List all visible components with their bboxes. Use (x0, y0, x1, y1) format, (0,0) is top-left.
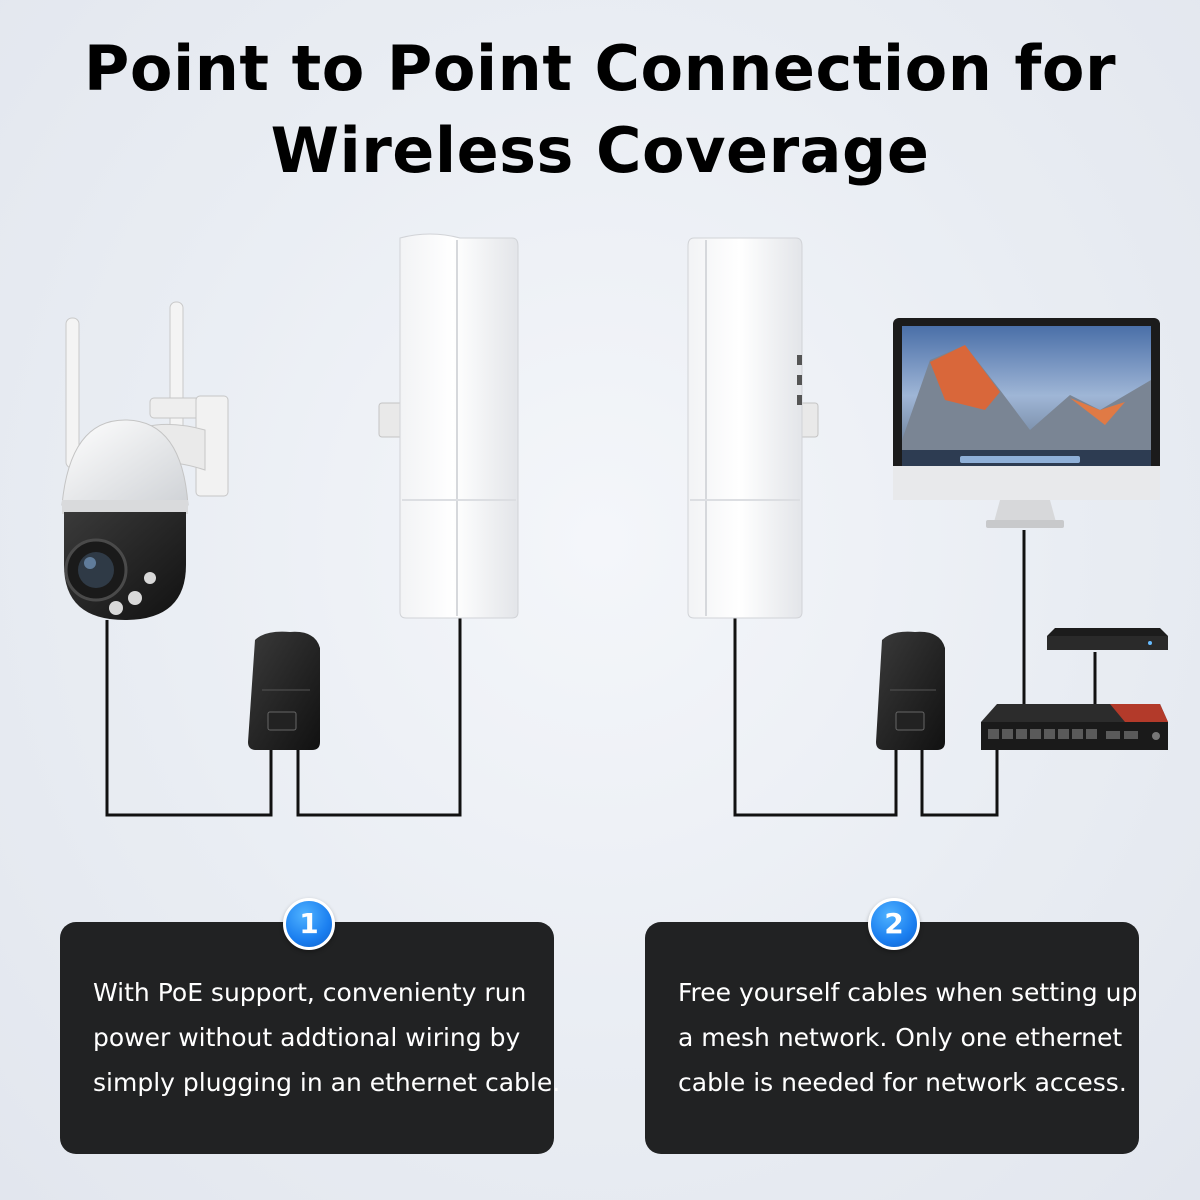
cpe-bridge-icon (687, 237, 819, 619)
poe-injector-icon (248, 631, 320, 750)
step-2-text: Free yourself cables when setting up a m… (678, 970, 1138, 1105)
step-card-1: With PoE support, convenienty run power … (60, 922, 561, 1154)
nvr-icon (1047, 628, 1168, 650)
step-1-line: simply plugging in an ethernet cable. (93, 1068, 561, 1097)
step-1-text: With PoE support, convenienty run power … (93, 970, 561, 1105)
page-title: Point to Point Connection for Wireless C… (0, 28, 1200, 192)
network-switch-icon (981, 704, 1168, 750)
ptz-camera-icon (61, 301, 229, 620)
title-line-1: Point to Point Connection for (83, 32, 1117, 105)
step-1-line: With PoE support, convenienty run (93, 978, 527, 1007)
step-1-line: power without addtional wiring by (93, 1023, 521, 1052)
step-2-badge: 2 (868, 898, 920, 950)
step-1-badge: 1 (283, 898, 335, 950)
step-2-line: Free yourself cables when setting up (678, 978, 1138, 1007)
poe-injector-icon (876, 631, 945, 750)
cpe-bridge-icon (378, 233, 519, 619)
cables (105, 530, 1097, 817)
title-line-2: Wireless Coverage (270, 114, 930, 187)
cable-cpe-right-to-poe (733, 615, 898, 817)
step-2-line: a mesh network. Only one ethernet (678, 1023, 1123, 1052)
step-2-line: cable is needed for network access. (678, 1068, 1127, 1097)
cable-camera-to-poe (105, 620, 273, 817)
step-card-2: Free yourself cables when setting up a m… (645, 922, 1139, 1154)
monitor-icon (893, 318, 1160, 528)
cable-poe-to-switch (920, 745, 999, 817)
cable-poe-to-cpe-left (296, 615, 462, 817)
